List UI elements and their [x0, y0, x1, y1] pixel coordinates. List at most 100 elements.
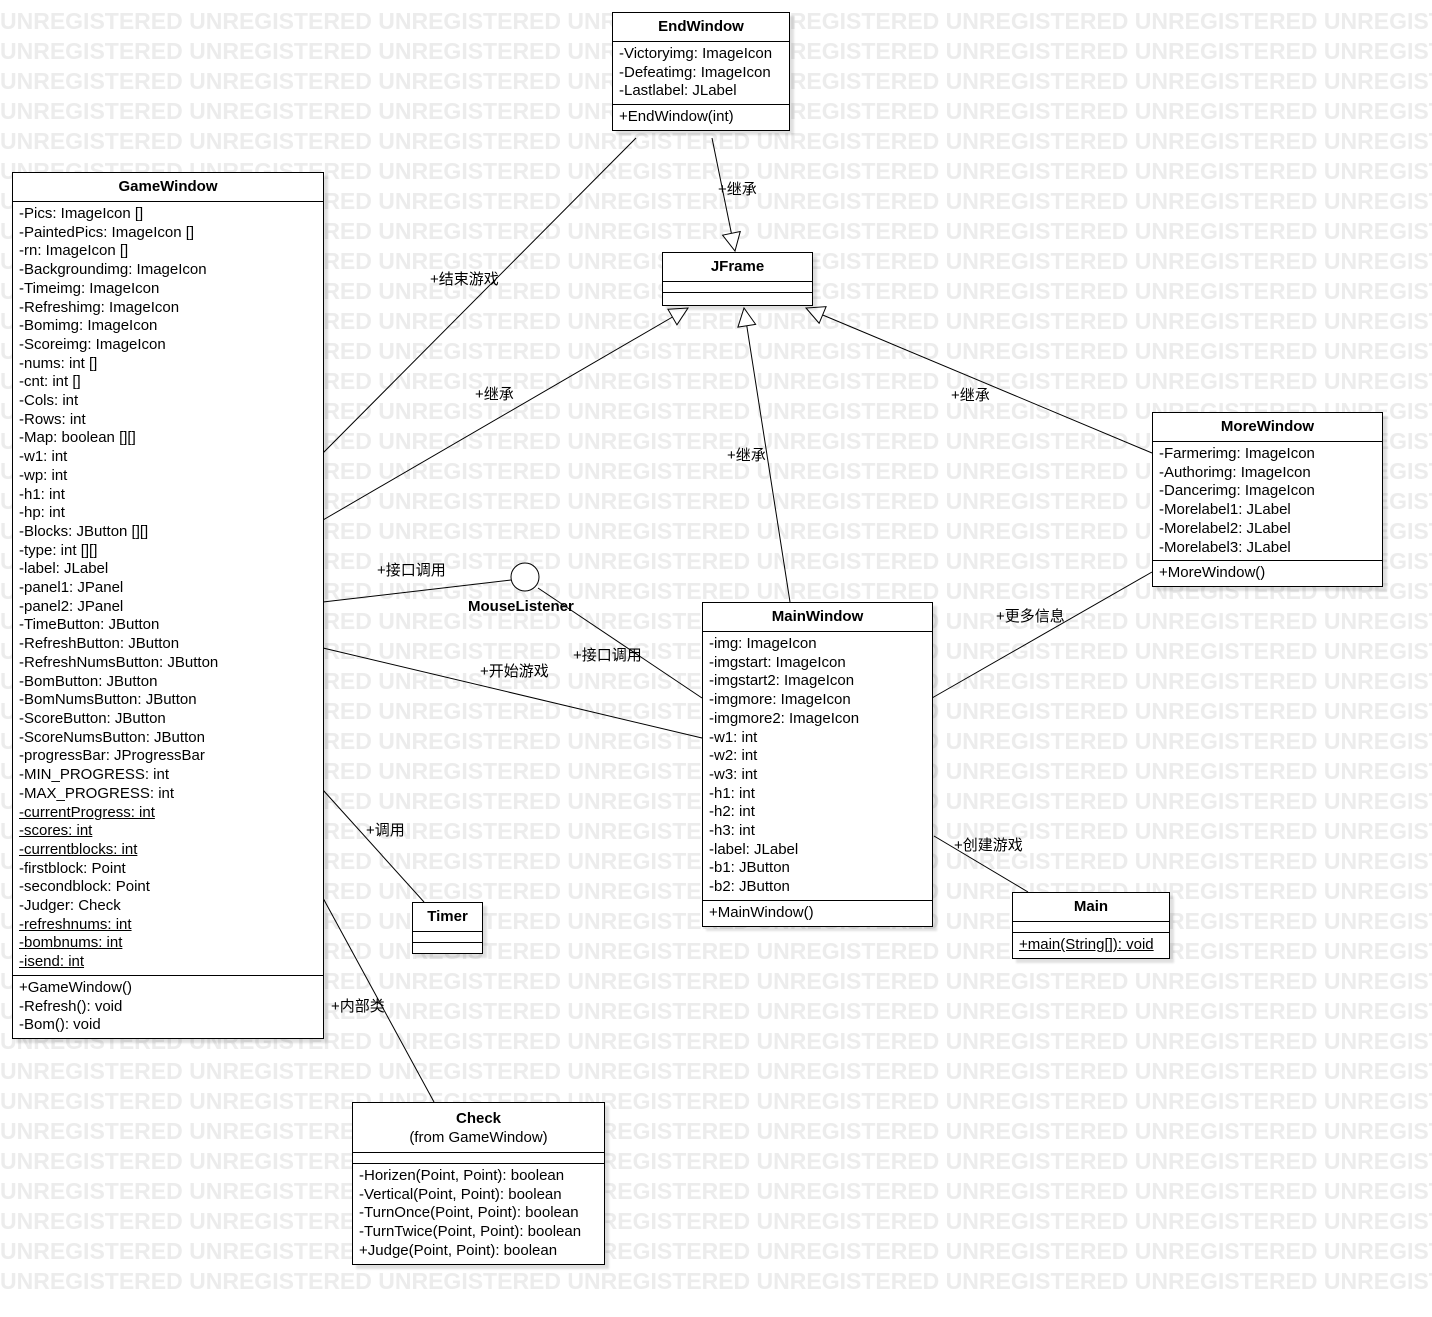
member-row: -Bom(): void	[19, 1016, 101, 1034]
generalization-gamewindow-jframe	[322, 308, 688, 521]
member-row: -currentblocks: int	[19, 840, 138, 858]
member-row: -Morelabel3: JLabel	[1159, 538, 1291, 556]
member-row: -nums: int []	[19, 354, 98, 372]
member-row: -Judger: Check	[19, 897, 121, 915]
operations-section: +EndWindow(int)	[613, 105, 789, 130]
member-row: -imgstart: ImageIcon	[709, 653, 846, 671]
member-row: -PaintedPics: ImageIcon []	[19, 223, 195, 241]
class-check[interactable]: Check (from GameWindow) -Horizen(Point, …	[352, 1102, 605, 1265]
member-row: -Victoryimg: ImageIcon	[619, 45, 773, 62]
class-name: JFrame	[663, 253, 812, 282]
member-row: -Refreshimg: ImageIcon	[19, 298, 180, 316]
member-row: -cnt: int []	[19, 373, 81, 391]
member-row: -Cols: int	[19, 392, 79, 410]
member-row: -Dancerimg: ImageIcon	[1159, 482, 1315, 500]
member-row: -RefreshNumsButton: JButton	[19, 653, 219, 671]
member-row: -Vertical(Point, Point): boolean	[359, 1185, 562, 1203]
association-endwindow-gamewindow	[322, 137, 637, 454]
member-row: +main(String[]): void	[1019, 936, 1154, 953]
class-endwindow[interactable]: EndWindow -Victoryimg: ImageIcon-Defeati…	[612, 12, 790, 131]
member-row: -ScoreButton: JButton	[19, 709, 166, 727]
label-morewindow-jframe: +继承	[951, 387, 990, 404]
member-row: -BomButton: JButton	[19, 672, 158, 690]
member-row: -Map: boolean [][]	[19, 429, 136, 447]
member-row: -Morelabel1: JLabel	[1159, 501, 1291, 519]
member-row: -firstblock: Point	[19, 859, 126, 877]
member-row: -bombnums: int	[19, 934, 123, 952]
member-row: -Authorimg: ImageIcon	[1159, 463, 1311, 481]
member-row: -TurnOnce(Point, Point): boolean	[359, 1204, 579, 1222]
association-gamewindow-check	[322, 897, 435, 1103]
member-row: -scores: int	[19, 822, 93, 840]
class-name-text: Check	[455, 1110, 502, 1127]
association-mainwindow-main	[933, 835, 1029, 893]
class-name: EndWindow	[613, 13, 789, 42]
label-mainwindow-morewindow: +更多信息	[996, 608, 1065, 625]
member-row: -BomNumsButton: JButton	[19, 691, 197, 709]
label-mainwindow-gamewindow: +开始游戏	[480, 663, 549, 680]
realization-mainwindow-mouselistener	[537, 587, 703, 699]
interface-mouselistener-name: MouseListener	[468, 598, 574, 615]
label-gamewindow-jframe: +继承	[475, 386, 514, 403]
label-gamewindow-timer: +调用	[366, 822, 405, 839]
member-row: -MIN_PROGRESS: int	[19, 766, 170, 784]
member-row: +GameWindow()	[19, 978, 132, 996]
class-mainwindow[interactable]: MainWindow -img: ImageIcon-imgstart: Ima…	[702, 602, 933, 927]
member-row: +EndWindow(int)	[619, 108, 734, 126]
member-row: -w3: int	[709, 765, 758, 783]
association-gamewindow-timer	[322, 789, 425, 903]
class-main[interactable]: Main +main(String[]): void	[1012, 892, 1170, 959]
realization-gamewindow-mouselistener	[322, 579, 512, 603]
class-timer[interactable]: Timer	[412, 902, 483, 954]
attributes-section: -img: ImageIcon-imgstart: ImageIcon-imgs…	[703, 632, 932, 901]
class-morewindow[interactable]: MoreWindow -Farmerimg: ImageIcon-Authori…	[1152, 412, 1383, 587]
generalization-mainwindow-jframe	[744, 308, 791, 603]
member-row: -Lastlabel: JLabel	[619, 82, 737, 100]
member-row: -h2: int	[709, 803, 755, 821]
class-name: Timer	[413, 903, 482, 932]
class-gamewindow[interactable]: GameWindow -Pics: ImageIcon []-PaintedPi…	[12, 172, 324, 1039]
member-row: -w1: int	[709, 728, 758, 746]
class-name: Check (from GameWindow)	[353, 1103, 604, 1153]
member-row: -w2: int	[709, 747, 758, 765]
class-name: GameWindow	[13, 173, 323, 202]
member-row: -secondblock: Point	[19, 878, 150, 896]
operations-section: +main(String[]): void	[1013, 933, 1169, 958]
member-row: -Morelabel2: JLabel	[1159, 519, 1291, 537]
member-row: -imgmore2: ImageIcon	[709, 709, 860, 727]
member-row: -b2: JButton	[709, 878, 790, 896]
member-row: -hp: int	[19, 504, 65, 522]
class-name: MoreWindow	[1153, 413, 1382, 442]
member-row: -type: int [][]	[19, 541, 98, 559]
label-mainwindow-main: +创建游戏	[954, 837, 1023, 854]
attributes-section	[1013, 922, 1169, 933]
member-row: -h1: int	[19, 485, 65, 503]
member-row: +MainWindow()	[709, 903, 814, 921]
attributes-section	[413, 932, 482, 943]
member-row: -Pics: ImageIcon []	[19, 205, 144, 222]
association-mainwindow-gamewindow	[322, 647, 703, 739]
member-row: -imgstart2: ImageIcon	[709, 672, 855, 690]
class-name: MainWindow	[703, 603, 932, 632]
member-row: +Judge(Point, Point): boolean	[359, 1241, 558, 1259]
class-name: Main	[1013, 893, 1169, 922]
member-row: -TimeButton: JButton	[19, 616, 160, 634]
member-row: -Farmerimg: ImageIcon	[1159, 445, 1315, 462]
member-row: -label: JLabel	[709, 840, 799, 858]
member-row: -h1: int	[709, 784, 755, 802]
member-row: -progressBar: JProgressBar	[19, 747, 205, 765]
member-row: -isend: int	[19, 953, 85, 971]
member-row: -refreshnums: int	[19, 915, 132, 933]
attributes-section: -Farmerimg: ImageIcon-Authorimg: ImageIc…	[1153, 442, 1382, 562]
class-subtitle: (from GameWindow)	[409, 1129, 548, 1146]
association-mainwindow-morewindow	[931, 571, 1153, 699]
member-row: -currentProgress: int	[19, 803, 155, 821]
operations-section	[413, 943, 482, 953]
label-gamewindow-mouselistener: +接口调用	[377, 562, 446, 579]
operations-section: +MoreWindow()	[1153, 561, 1382, 586]
member-row: -panel2: JPanel	[19, 597, 124, 615]
attributes-section	[353, 1153, 604, 1164]
member-row: -MAX_PROGRESS: int	[19, 784, 175, 802]
class-jframe[interactable]: JFrame	[662, 252, 813, 306]
